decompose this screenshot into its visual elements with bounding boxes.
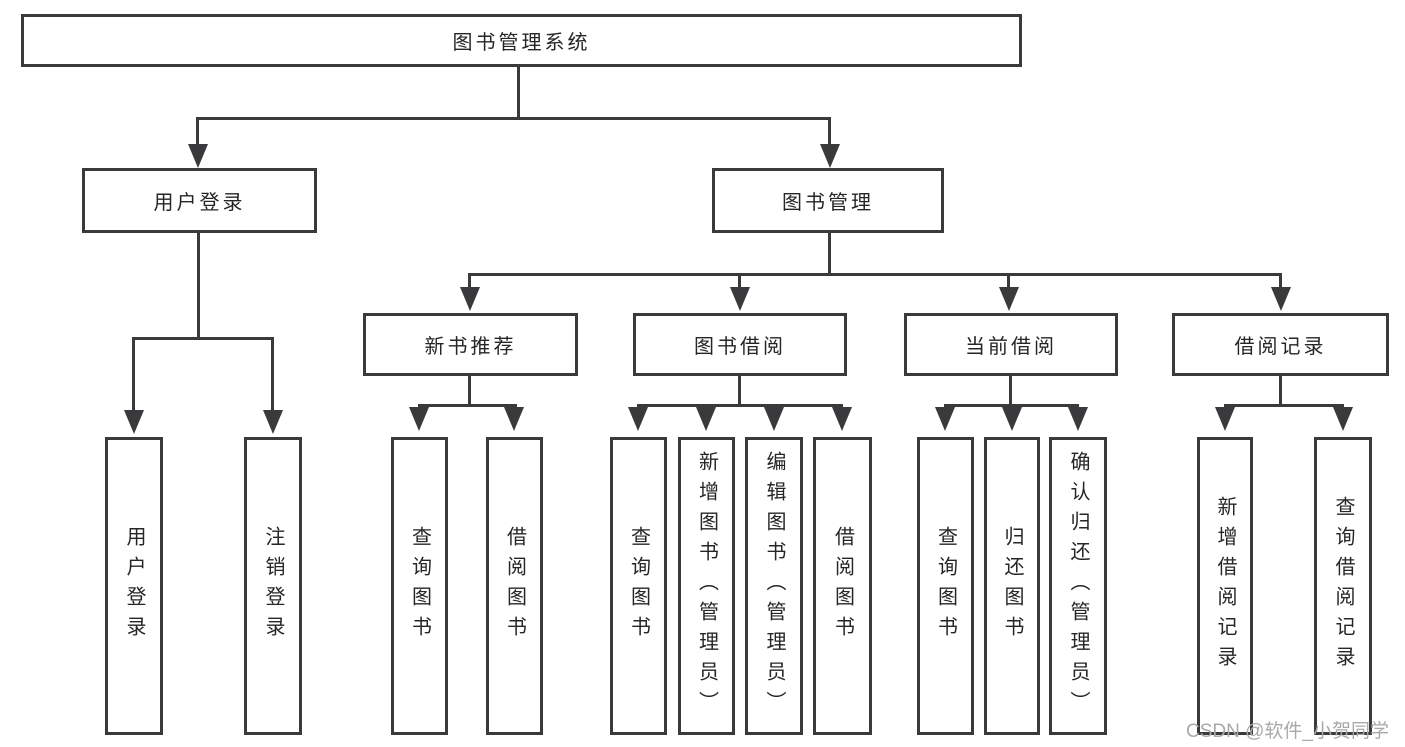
connector-line <box>468 273 471 289</box>
leaf-borrow-edit-book: 编辑图书（管理员） <box>745 437 803 735</box>
leaf-current-confirm-return-label: 确认归还（管理员） <box>1067 451 1089 721</box>
connector-line <box>418 404 517 407</box>
arrow-down-icon <box>1002 407 1022 431</box>
leaf-records-add-label: 新增借阅记录 <box>1214 496 1236 676</box>
arrow-down-icon <box>460 287 480 311</box>
connector-line <box>637 404 843 407</box>
arrow-down-icon <box>764 407 784 431</box>
arrow-down-icon <box>999 287 1019 311</box>
leaf-logout-label: 注销登录 <box>262 526 284 646</box>
node-new-book-recommend-label: 新书推荐 <box>424 336 517 358</box>
connector-line <box>738 376 741 407</box>
arrow-down-icon <box>1068 407 1088 431</box>
leaf-user-login: 用户登录 <box>105 437 163 735</box>
node-root: 图书管理系统 <box>21 14 1022 67</box>
connector-line <box>828 233 831 276</box>
arrow-down-icon <box>730 287 750 311</box>
connector-line <box>1009 376 1012 407</box>
node-new-book-recommend: 新书推荐 <box>363 313 578 376</box>
connector-line <box>517 66 520 119</box>
leaf-newbook-query-label: 查询图书 <box>408 526 431 646</box>
connector-line <box>468 376 471 407</box>
arrow-down-icon <box>1333 407 1353 431</box>
arrow-down-icon <box>832 407 852 431</box>
arrow-down-icon <box>820 144 840 168</box>
connector-line <box>828 117 831 146</box>
leaf-current-confirm-return: 确认归还（管理员） <box>1049 437 1107 735</box>
connector-line <box>468 273 1282 276</box>
leaf-borrow-borrow-book: 借阅图书 <box>813 437 872 735</box>
connector-line <box>738 273 741 289</box>
node-user-login-label: 用户登录 <box>153 192 246 214</box>
node-borrow-records-label: 借阅记录 <box>1234 336 1327 358</box>
connector-line <box>1279 273 1282 289</box>
connector-line <box>1224 404 1344 407</box>
leaf-current-query-label: 查询图书 <box>934 526 957 646</box>
leaf-current-return: 归还图书 <box>984 437 1040 735</box>
connector-line <box>1007 273 1010 289</box>
arrow-down-icon <box>504 407 524 431</box>
arrow-down-icon <box>935 407 955 431</box>
leaf-borrow-edit-book-label: 编辑图书（管理员） <box>763 451 785 721</box>
leaf-borrow-add-book-label: 新增图书（管理员） <box>695 451 718 721</box>
connector-line <box>196 117 831 120</box>
node-book-borrow-label: 图书借阅 <box>694 336 786 358</box>
node-book-management-label: 图书管理 <box>782 192 874 214</box>
connector-line <box>197 233 200 340</box>
arrow-down-icon <box>696 407 716 431</box>
leaf-records-query: 查询借阅记录 <box>1314 437 1372 735</box>
connector-line <box>271 337 274 413</box>
leaf-borrow-add-book: 新增图书（管理员） <box>678 437 735 735</box>
csdn-watermark: CSDN @软件_小贺同学 <box>1186 721 1389 742</box>
leaf-newbook-borrow-label: 借阅图书 <box>503 526 526 646</box>
leaf-borrow-query-label: 查询图书 <box>627 526 650 646</box>
arrow-down-icon <box>409 407 429 431</box>
connector-line <box>196 117 199 146</box>
arrow-down-icon <box>188 144 208 168</box>
leaf-records-add: 新增借阅记录 <box>1197 437 1253 735</box>
arrow-down-icon <box>1271 287 1291 311</box>
node-current-borrow: 当前借阅 <box>904 313 1118 376</box>
leaf-records-query-label: 查询借阅记录 <box>1332 496 1354 676</box>
connector-line <box>132 337 135 413</box>
leaf-logout: 注销登录 <box>244 437 302 735</box>
connector-line <box>944 404 1079 407</box>
node-user-login: 用户登录 <box>82 168 317 233</box>
leaf-newbook-query: 查询图书 <box>391 437 448 735</box>
node-book-management: 图书管理 <box>712 168 944 233</box>
node-borrow-records: 借阅记录 <box>1172 313 1389 376</box>
leaf-current-query: 查询图书 <box>917 437 974 735</box>
arrow-down-icon <box>628 407 648 431</box>
leaf-current-return-label: 归还图书 <box>1001 526 1023 646</box>
node-book-borrow: 图书借阅 <box>633 313 847 376</box>
node-current-borrow-label: 当前借阅 <box>965 336 1057 358</box>
connector-line <box>1279 376 1282 407</box>
leaf-borrow-borrow-book-label: 借阅图书 <box>831 526 854 646</box>
arrow-down-icon <box>124 410 144 434</box>
arrow-down-icon <box>263 410 283 434</box>
node-root-label: 图书管理系统 <box>452 32 591 54</box>
leaf-newbook-borrow: 借阅图书 <box>486 437 543 735</box>
connector-line <box>132 337 274 340</box>
leaf-borrow-query: 查询图书 <box>610 437 667 735</box>
arrow-down-icon <box>1215 407 1235 431</box>
leaf-user-login-label: 用户登录 <box>123 526 145 646</box>
